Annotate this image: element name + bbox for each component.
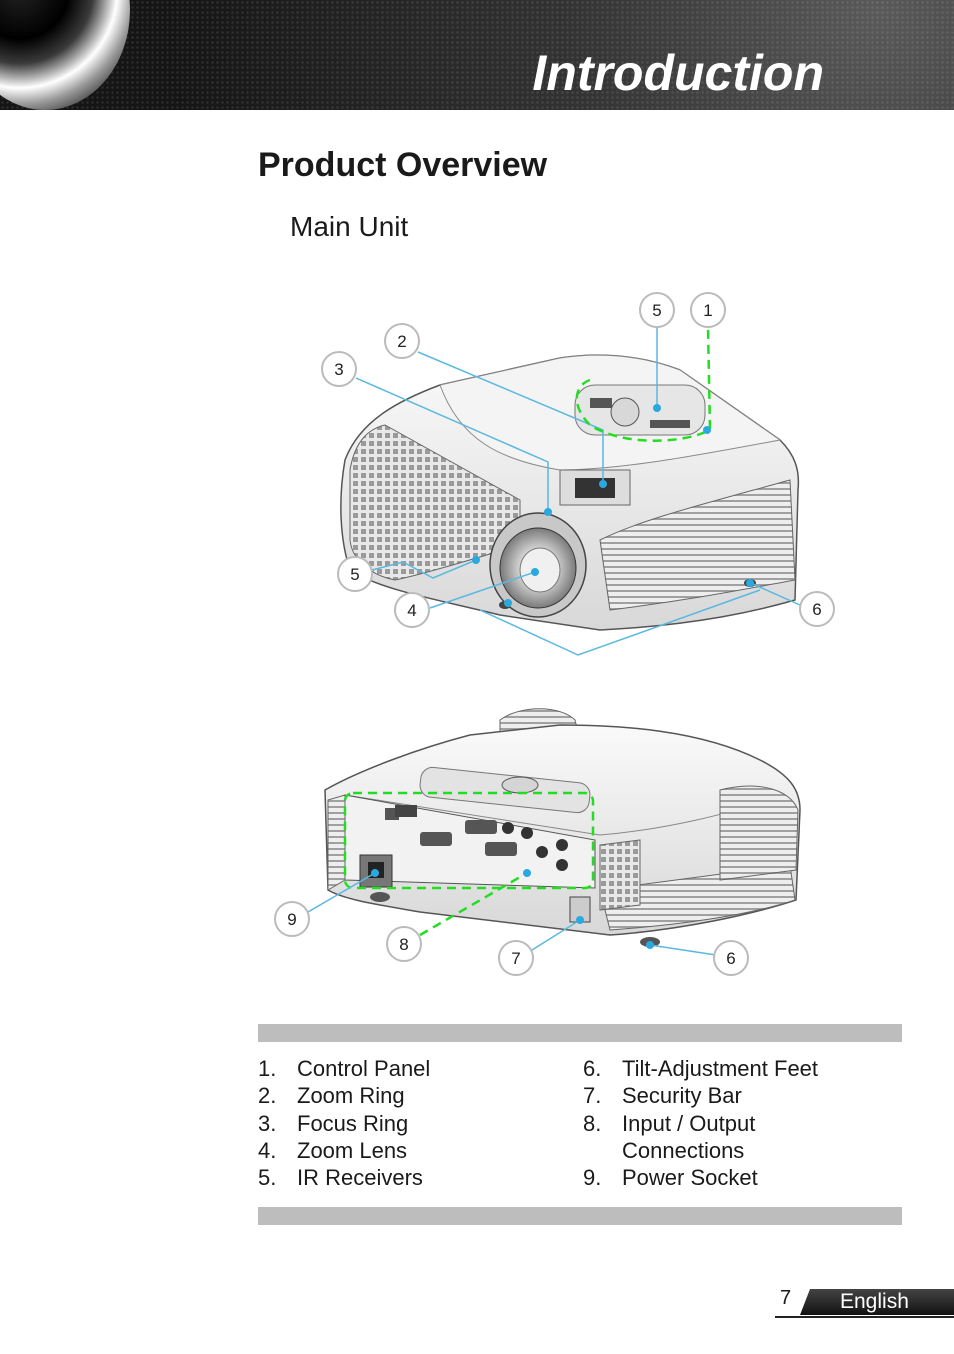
item-number: 8. [583, 1110, 602, 1136]
footer-language-tab [800, 1289, 954, 1315]
callout-lines-rear [307, 872, 717, 956]
callout-label: 8 [399, 935, 408, 954]
item-number: 1. [258, 1056, 277, 1081]
callout-badge: 6 [799, 591, 835, 627]
callout-label: 9 [287, 910, 296, 929]
item-number: 2. [258, 1083, 277, 1109]
item-number: 4. [258, 1137, 277, 1163]
callout-dot [703, 426, 711, 434]
list-item: 4. Zoom Lens [258, 1137, 430, 1164]
callout-label: 2 [397, 332, 406, 351]
callout-badges-rear: 9 8 7 6 [274, 901, 749, 976]
callout-label: 3 [334, 360, 343, 379]
callout-label: 5 [652, 301, 661, 320]
chapter-title: Introduction [532, 45, 824, 101]
callout-dots-front [472, 404, 754, 607]
callout-badge: 1 [690, 292, 726, 328]
callout-lines-front [355, 326, 801, 656]
item-label: Security Bar [622, 1083, 742, 1109]
callout-label: 6 [812, 600, 821, 619]
item-label: Power Socket [622, 1165, 758, 1191]
list-item: 9. Power Socket [583, 1164, 818, 1191]
parts-list-left: 1. Control Panel 2. Zoom Ring 3. Focus Ring… [258, 1055, 430, 1191]
callout-badge: 7 [498, 940, 534, 976]
list-item: 6. Tilt-Adjustment Feet [583, 1055, 818, 1082]
item-label: Focus Ring [297, 1110, 409, 1136]
callout-badge: 5 [337, 556, 373, 592]
item-number: 6. [583, 1056, 602, 1081]
footer-language: English [840, 1290, 909, 1313]
io-callout-line [419, 871, 528, 937]
callout-badge: 5 [639, 292, 675, 328]
item-label: Zoom Ring [297, 1083, 405, 1109]
list-item: 2. Zoom Ring [258, 1082, 430, 1109]
item-label: Zoom Lens [297, 1137, 408, 1163]
list-item: 7. Security Bar [583, 1082, 818, 1109]
callout-badge: 9 [274, 901, 310, 937]
projector-front-view [340, 354, 800, 631]
callout-label: 7 [511, 949, 520, 968]
list-item: 5. IR Receivers [258, 1164, 430, 1191]
item-number: 3. [258, 1110, 277, 1136]
callout-badge: 3 [321, 351, 357, 387]
projector-diagram: 5 1 2 3 5 4 6 9 [274, 292, 835, 976]
item-label: IR Receivers [297, 1165, 423, 1191]
chapter-header: Introduction [0, 0, 954, 110]
item-label: Connections [622, 1137, 745, 1163]
item-label: Control Panel [297, 1056, 431, 1081]
callout-badges-front: 5 1 2 3 5 4 6 [321, 292, 835, 628]
control-panel-highlight [575, 326, 712, 442]
subsection-title: Main Unit [290, 211, 409, 242]
callout-badge: 4 [394, 592, 430, 628]
callout-label: 4 [407, 601, 416, 620]
list-item: 8. Input / Output [583, 1110, 818, 1137]
header-texture [0, 0, 954, 110]
list-item: 1. Control Panel [258, 1055, 430, 1082]
callout-dots-rear [371, 869, 654, 949]
parts-list-right: 6. Tilt-Adjustment Feet 7. Security Bar 8.… [583, 1055, 818, 1191]
item-label: Tilt-Adjustment Feet [622, 1056, 819, 1081]
footer-rule [775, 1316, 954, 1318]
item-number: 9. [583, 1165, 602, 1191]
legend-top-band [258, 1024, 902, 1042]
callout-badge: 6 [713, 940, 749, 976]
list-item: 3. Focus Ring [258, 1110, 430, 1137]
callout-label: 6 [726, 949, 735, 968]
item-number: 7. [583, 1083, 602, 1109]
list-item-continuation: Connections [583, 1137, 818, 1164]
callout-badge: 8 [386, 926, 422, 962]
item-number: 5. [258, 1165, 277, 1191]
projector-rear-view [324, 708, 801, 947]
callout-label: 5 [350, 565, 359, 584]
callout-badge: 2 [384, 323, 420, 359]
item-label: Input / Output [622, 1110, 756, 1136]
section-title: Product Overview [258, 146, 548, 184]
callout-label: 1 [703, 301, 712, 320]
legend-bottom-band [258, 1207, 902, 1225]
item-number [583, 1137, 622, 1164]
page-number: 7 [780, 1287, 792, 1309]
io-highlight [343, 791, 595, 890]
